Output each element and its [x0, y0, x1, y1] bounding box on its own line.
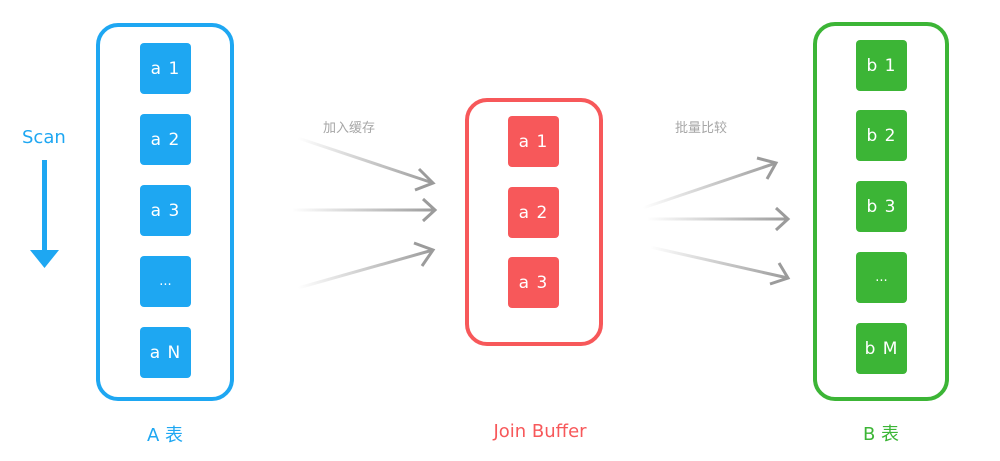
table-a-row: a N: [140, 327, 191, 378]
add-to-buffer-label: 加入缓存: [323, 121, 376, 136]
table-b-row: b 1: [856, 40, 907, 91]
join-buffer-row: a 3: [508, 257, 559, 308]
table-b-caption: B 表: [862, 424, 900, 445]
join-buffer-caption: Join Buffer: [493, 421, 587, 442]
table-b-row: b M: [856, 323, 907, 374]
join-buffer-row: a 2: [508, 187, 559, 238]
table-a-row: a 1: [140, 43, 191, 94]
table-a-row: a 3: [140, 185, 191, 236]
scan-label: Scan: [22, 127, 66, 148]
join-buffer-row: a 1: [508, 116, 559, 167]
table-a-row-ellipsis: ...: [140, 256, 191, 307]
batch-compare-label: 批量比较: [675, 121, 728, 136]
table-a-row: a 2: [140, 114, 191, 165]
table-b-row: b 3: [856, 181, 907, 232]
table-b-row: b 2: [856, 110, 907, 161]
table-b-row-ellipsis: ...: [856, 252, 907, 303]
table-a-caption: A 表: [146, 425, 184, 446]
